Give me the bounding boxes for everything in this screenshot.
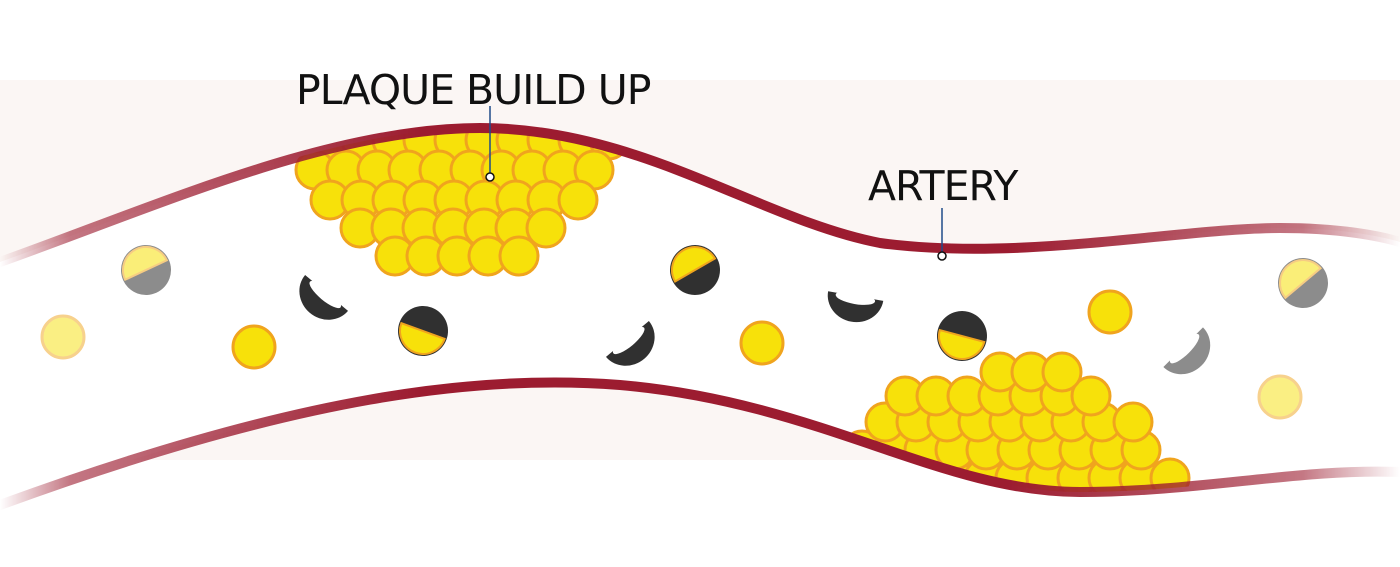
artery-label-group: ARTERY (868, 162, 1020, 261)
half-coated-cell (121, 245, 171, 295)
plaque-globule (498, 235, 540, 277)
plaque-label-group: PLAQUE BUILD UP (296, 66, 652, 182)
artery-wall-bottom (0, 377, 1400, 510)
half-coated-cell (670, 245, 720, 295)
half-coated-cell (1278, 258, 1328, 308)
plaque-globule (1070, 375, 1112, 417)
yellow-cell (40, 314, 86, 360)
empty-shell-cell (299, 274, 349, 320)
half-coated-cell (398, 306, 448, 356)
yellow-cell (739, 320, 785, 366)
plaque-deposit-bottom (839, 351, 1191, 499)
yellow-cell (1257, 374, 1303, 420)
plaque-globule (525, 207, 567, 249)
yellow-cell (1087, 289, 1133, 335)
plaque-globule (839, 457, 881, 499)
empty-shell-cell (827, 291, 884, 323)
plaque-globule (1112, 401, 1154, 443)
blood-cells (40, 245, 1328, 420)
artery-label: ARTERY (868, 162, 1019, 210)
artery-leader-dot (937, 251, 947, 261)
yellow-cell (231, 324, 277, 370)
plaque-globule (1041, 351, 1083, 393)
artery-wall-top (0, 122, 1400, 267)
empty-shell-cell (605, 320, 655, 366)
plaque-globule (557, 179, 599, 221)
plaque-label: PLAQUE BUILD UP (296, 66, 651, 114)
plaque-leader-dot (485, 172, 495, 182)
plaque-globule (870, 457, 912, 499)
empty-shell-cell (1163, 327, 1211, 375)
half-coated-cell (937, 311, 987, 361)
